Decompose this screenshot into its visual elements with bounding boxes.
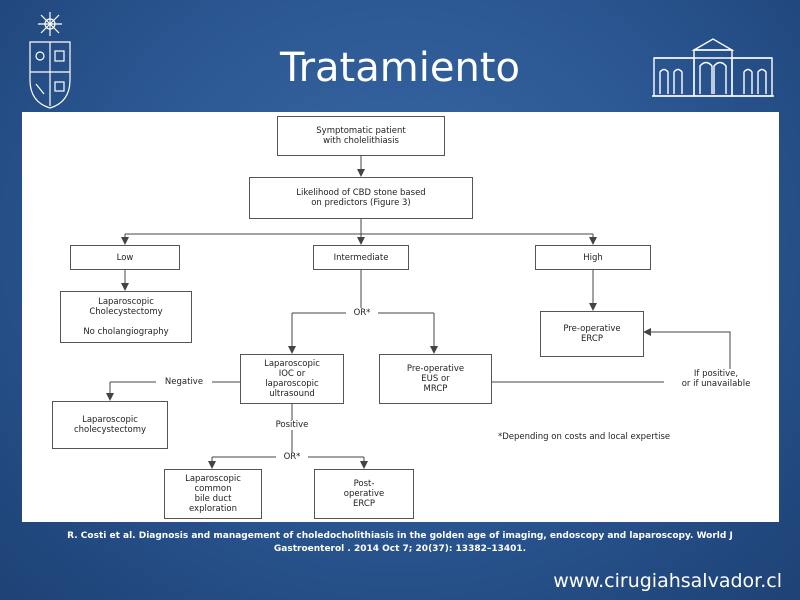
label-negative: Negative <box>156 377 212 387</box>
label-if-positive: If positive, or if unavailable <box>664 369 768 389</box>
node-symptomatic-patient: Symptomatic patient with cholelithiasis <box>277 116 445 156</box>
node-lap-ioc: Laparoscopic IOC or laparoscopic ultraso… <box>240 354 344 404</box>
node-preop-eus: Pre-operative EUS or MRCP <box>379 354 492 404</box>
flowchart-connectors <box>106 156 731 469</box>
label-or-top: OR* <box>348 308 376 318</box>
node-lap-cbd-exploration: Laparoscopic common bile duct exploratio… <box>164 469 262 519</box>
node-preop-ercp: Pre-operative ERCP <box>540 311 644 357</box>
arrow-eus-ercp-feedback <box>643 328 731 382</box>
flowchart-panel: Symptomatic patient with cholelithiasis … <box>22 112 779 522</box>
university-crest-icon <box>29 12 71 109</box>
node-low: Low <box>70 245 180 270</box>
label-or-bottom: OR* <box>278 452 306 462</box>
label-footnote: *Depending on costs and local expertise <box>498 432 738 442</box>
slide-title: Tratamiento <box>280 45 520 91</box>
building-facade-icon <box>652 38 774 97</box>
label-positive: Positive <box>268 420 316 430</box>
node-cbd-likelihood: Likelihood of CBD stone based on predict… <box>249 177 473 219</box>
node-lap-chole: Laparoscopic cholecystectomy <box>52 401 168 449</box>
citation-text: R. Costi et al. Diagnosis and management… <box>67 531 733 554</box>
node-postop-ercp: Post- operative ERCP <box>314 469 414 519</box>
node-high: High <box>535 245 651 270</box>
website-url: www.cirugiahsalvador.cl <box>553 570 782 592</box>
node-lap-chole-no-cholangio: Laparoscopic Cholecystectomy No cholangi… <box>60 291 192 343</box>
node-intermediate: Intermediate <box>313 245 409 270</box>
